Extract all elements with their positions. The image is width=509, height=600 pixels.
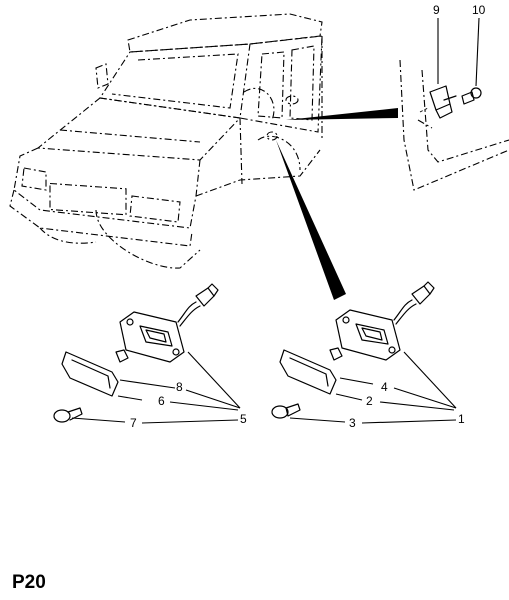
callout-3: 3 <box>349 416 356 430</box>
callout-7: 7 <box>130 416 137 430</box>
lamp-assembly-left <box>53 283 241 424</box>
callout-2: 2 <box>366 394 373 408</box>
callout-9: 9 <box>433 3 440 17</box>
lamp-assembly-right <box>271 281 457 424</box>
callout-5: 5 <box>240 412 247 426</box>
callout-6: 6 <box>158 394 165 408</box>
pointer-wedges <box>276 108 398 300</box>
callout-8: 8 <box>176 380 183 394</box>
callout-10: 10 <box>472 3 486 17</box>
door-detail <box>399 17 509 191</box>
callout-1: 1 <box>458 412 465 426</box>
vehicle-outline <box>9 13 323 269</box>
page-code-label: P20 <box>12 572 46 593</box>
callout-4: 4 <box>381 380 388 394</box>
